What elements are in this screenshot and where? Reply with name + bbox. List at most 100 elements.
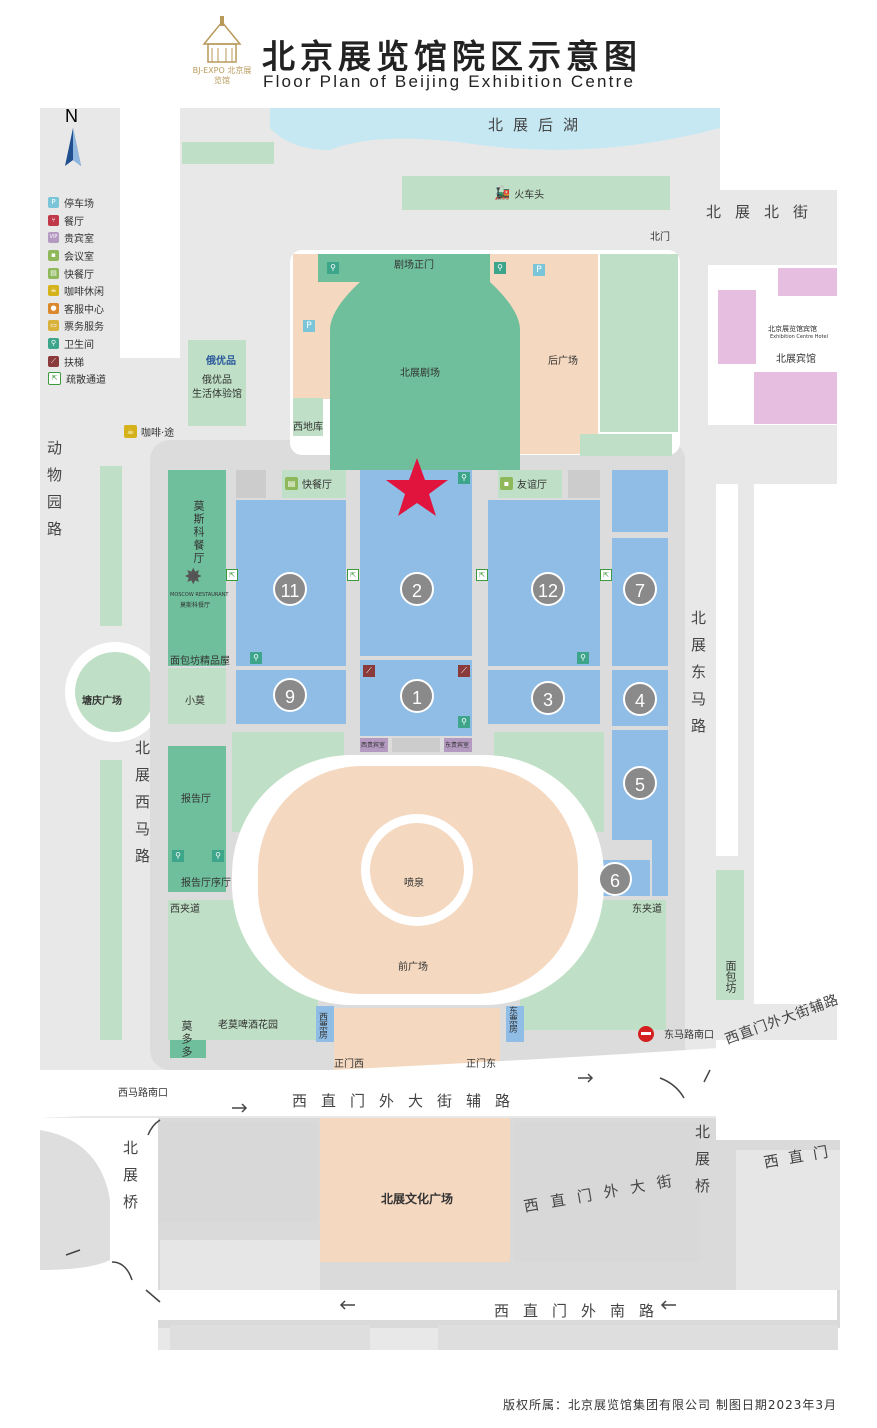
legend-item-meeting: ▪会议室 [48,247,106,265]
star-logo-icon: ✸ [184,565,203,590]
ticket-icon: ▭ [48,320,59,332]
restroom-icon: ⚲ [48,338,59,350]
label-xi-malu-nankou: 西马路南口 [118,1088,168,1099]
exit-icon: ⇱ [600,569,612,581]
label-beizhan-qiao-left: 北展桥 [121,1140,139,1221]
escalator-icon: ⟋ [363,665,375,677]
label-xizhimenwai-nanlu: 西直门外南路 [494,1302,669,1320]
label-dongwuyuan-lu: 动物园路 [45,440,63,548]
label-beizhan-qiao-right: 北展桥 [693,1124,711,1205]
hall-5[interactable]: 5 [623,766,657,800]
hall-11[interactable]: 11 [273,572,307,606]
label-beizhan-houhu: 北展后湖 [488,116,589,134]
label-beizhan-juchang: 北展剧场 [400,368,440,379]
label-xijiadao: 西夹道 [170,904,200,915]
label-zhengmen-dong: 正门东 [466,1059,496,1070]
compass-north-label: N [65,106,78,126]
legend-item-restaurant: ⑂餐厅 [48,212,106,230]
compass-icon [55,106,91,180]
label-xi-piaofang: 西票房 [317,1012,327,1039]
legend-item-coffee: ☕咖啡休闲 [48,282,106,300]
label-xizhimenwai-fulu: 西直门外大街辅路 [292,1092,525,1110]
hall-6[interactable]: 6 [598,862,632,896]
copyright-footer: 版权所属：北京展览馆集团有限公司 制图日期2023年3月 [503,1398,837,1412]
meeting-icon: ▪ [500,477,513,490]
hall-3[interactable]: 3 [531,681,565,715]
label-beizhan-beijie: 北展北街 [706,203,823,221]
page-title: 北京展览馆院区示意图 [262,37,642,76]
legend-item-service: ●客服中心 [48,300,106,318]
label-beizhan-binguan: 北展宾馆 [776,354,816,365]
label-xi-guibinshi: 西贵宾室 [361,742,386,749]
label-mosike-canting: 莫斯科餐厅 [192,500,205,565]
label-kafei-tu: ☕咖啡·途 [124,424,174,439]
label-wenhua-guangchang: 北展文化广场 [381,1192,454,1206]
restroom-icon: ⚲ [458,472,470,484]
label-youyi-ting: ▪友谊厅 [500,476,547,491]
label-mosike-sub: 莫斯科餐厅 [180,602,211,609]
label-dong-malu-nankou: 东马路南口 [664,1030,714,1041]
label-qian-guangchang: 前广场 [398,962,428,973]
exit-icon: ⇱ [48,372,61,386]
hall-9[interactable]: 9 [273,678,307,712]
legend-item-fastfood: ▤快餐厅 [48,264,106,282]
label-laomo-pijiu: 老莫啤酒花园 [218,1020,278,1031]
label-baogao-tingxu-ting: 报告厅序厅 [181,878,231,889]
restroom-icon: ⚲ [327,262,339,274]
label-binguan-en: Exhibition Centre Hotel [770,334,828,340]
hall-4[interactable]: 4 [623,682,657,716]
label-beizhan-ximalu: 北展西马路 [133,740,151,875]
legend-item-exit: ⇱疏散通道 [48,370,106,388]
restroom-icon: ⚲ [250,652,262,664]
label-mianbaofang-jingpinwu: 面包坊精品屋 [170,656,230,667]
label-kuaican-ting: ▤快餐厅 [285,476,332,491]
exit-icon: ⇱ [347,569,359,581]
label-moscow-restaurant: MOSCOW RESTAURANT [170,592,229,598]
label-penquan: 喷泉 [404,878,424,889]
hall-7[interactable]: 7 [623,572,657,606]
label-beizhan-dongmalu: 北展东马路 [689,610,707,745]
label-mianbaofang: 面包坊 [724,960,737,993]
label-hou-guangchang: 后广场 [548,356,578,367]
label-binguan-logo: 北京展览馆宾馆 [768,325,817,333]
label-xiaomo: 小莫 [185,696,205,707]
label-xi-diku: 西地库 [293,422,323,433]
meeting-icon: ▪ [48,250,59,262]
coffee-icon: ☕ [48,285,59,297]
legend-item-escalator: ⟋扶梯 [48,352,106,370]
restroom-icon: ⚲ [577,652,589,664]
page-subtitle: Floor Plan of Beijing Exhibition Centre [263,72,636,91]
fastfood-icon: ▤ [285,477,298,490]
fastfood-icon: ▤ [48,267,59,279]
restroom-icon: ⚲ [494,262,506,274]
restroom-icon: ⚲ [212,850,224,862]
restaurant-icon: ⑂ [48,214,59,226]
label-huochetou: 🚂火车头 [494,186,545,201]
label-zhengmen-xi: 正门西 [334,1059,364,1070]
escalator-icon: ⟋ [458,665,470,677]
exit-icon: ⇱ [226,569,238,581]
exit-icon: ⇱ [476,569,488,581]
vip-icon: VIP [48,232,59,244]
label-baogao-ting: 报告厅 [181,794,211,805]
service-icon: ● [48,302,59,314]
restroom-icon: ⚲ [172,850,184,862]
header-logo: BJ-EXPO 北京展览馆 [193,14,251,90]
label-beimen: 北门 [650,232,670,243]
train-icon: 🚂 [494,186,511,201]
label-dong-guibinshi: 东贵宾室 [445,742,470,749]
label-qingqing-guangchang: 塘庆广场 [82,696,122,707]
parking-icon: P [48,197,59,209]
hall-2[interactable]: 2 [400,572,434,606]
hall-12[interactable]: 12 [531,572,565,606]
legend-item-restroom: ⚲卫生间 [48,335,106,353]
parking-icon: P [303,320,315,332]
header-logo-text: BJ-EXPO 北京展览馆 [192,66,252,85]
label-eyoupin-logo: 俄优品 [206,356,236,367]
restroom-icon: ⚲ [458,716,470,728]
hall-1[interactable]: 1 [400,679,434,713]
label-dong-piaofang: 东票房 [507,1006,517,1033]
